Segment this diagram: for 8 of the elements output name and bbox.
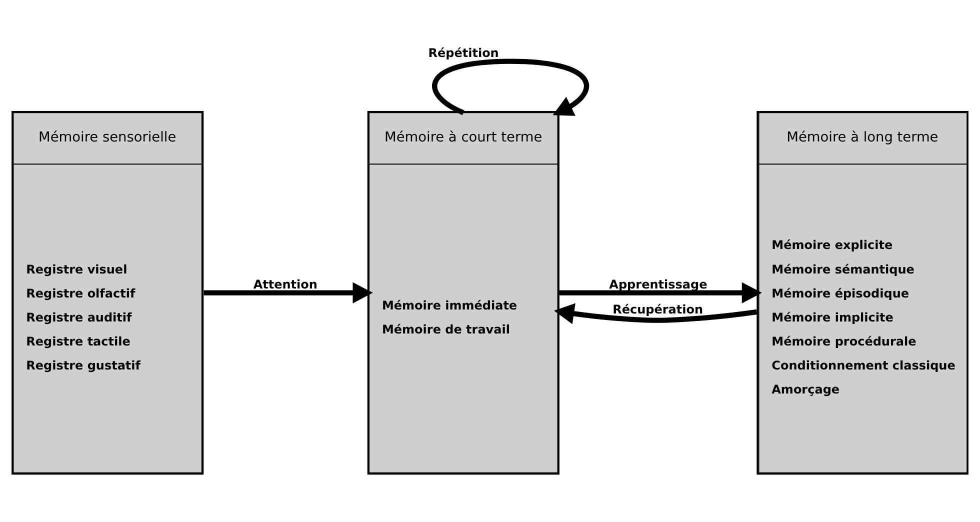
edge-label: Récupération bbox=[612, 302, 704, 316]
arrow bbox=[204, 282, 373, 303]
arrow bbox=[554, 302, 758, 324]
arrow bbox=[432, 58, 589, 116]
edge-label: Répétition bbox=[428, 46, 499, 60]
edge-label: Attention bbox=[253, 277, 318, 292]
edge-label: Apprentissage bbox=[609, 277, 708, 292]
arrow bbox=[559, 282, 762, 303]
